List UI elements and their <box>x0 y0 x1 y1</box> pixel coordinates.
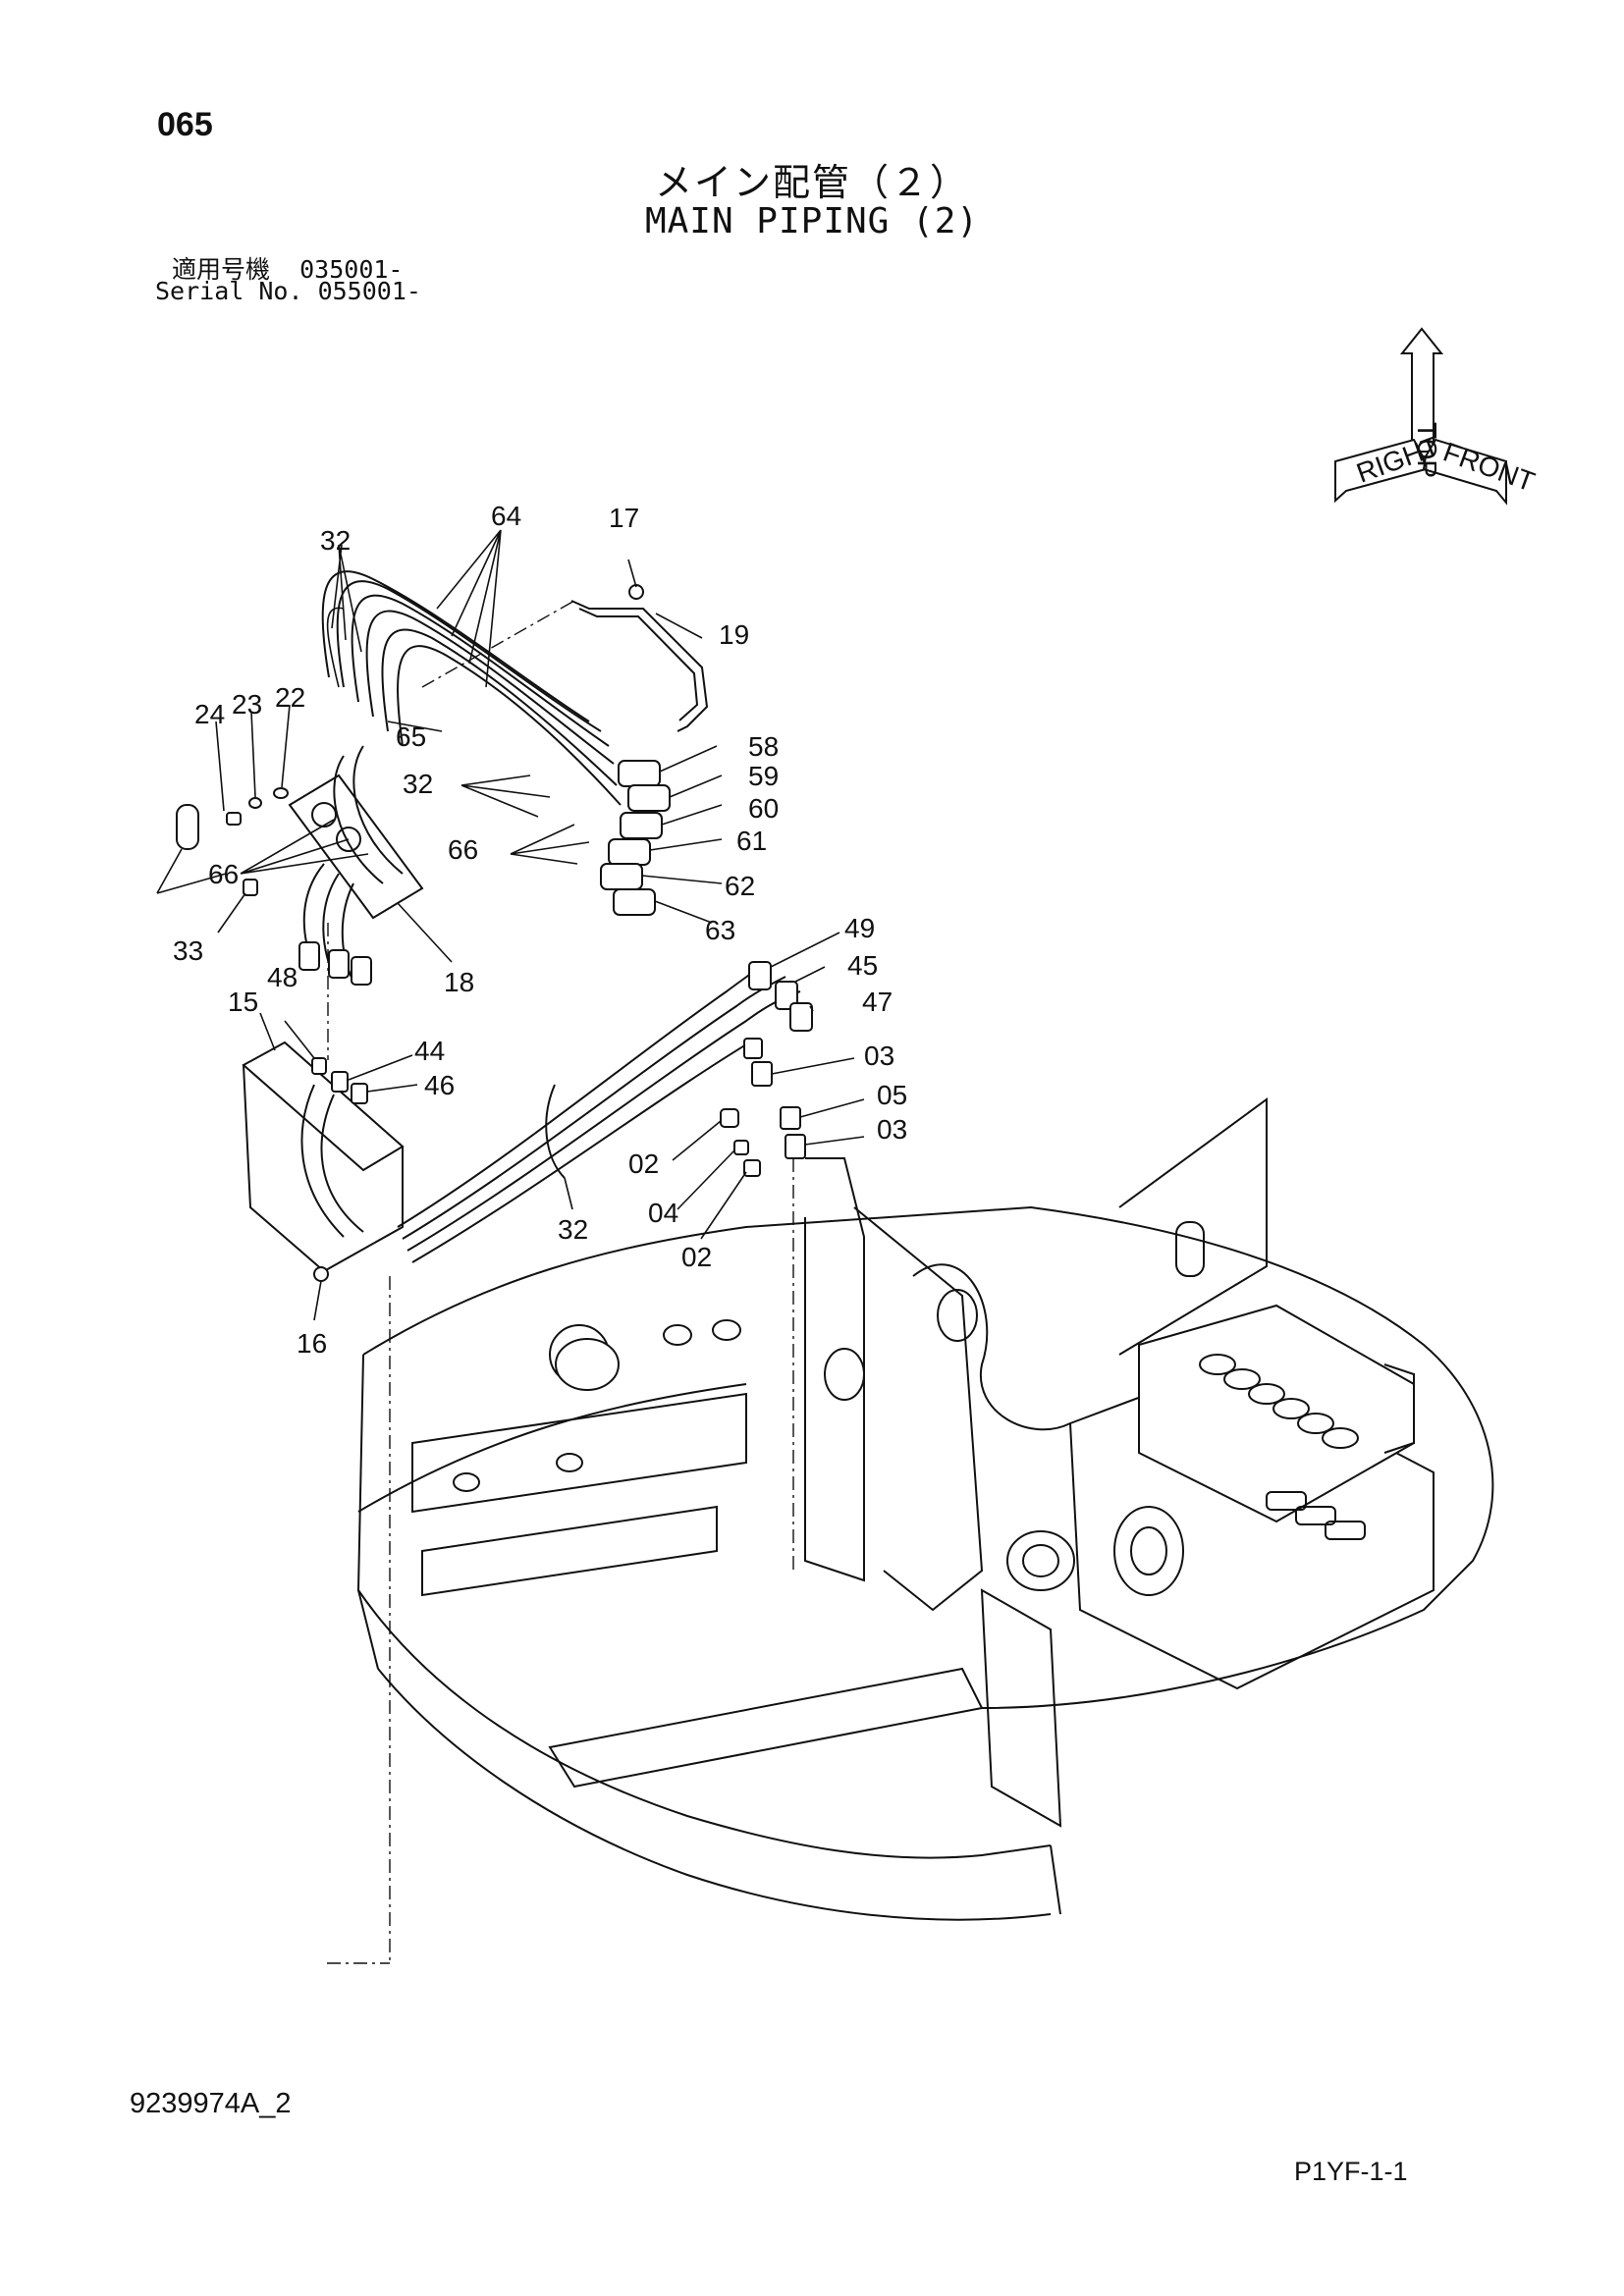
serial-en-value: 055001- <box>317 277 421 305</box>
serial-en-label: Serial No. <box>155 277 303 305</box>
serial-number-en: Serial No. 055001- <box>155 277 421 305</box>
callout-03-bottom: 03 <box>877 1114 907 1145</box>
callout-61: 61 <box>736 826 767 856</box>
pipe-19 <box>570 600 709 732</box>
leader-lines <box>156 529 865 1321</box>
callout-33: 33 <box>173 935 203 966</box>
page-number: 065 <box>157 106 213 143</box>
callout-64: 64 <box>491 501 521 531</box>
callout-60: 60 <box>748 793 779 824</box>
callout-32-low: 32 <box>558 1214 588 1245</box>
callout-23: 23 <box>232 689 262 720</box>
title-japanese: メイン配管（２） <box>654 161 969 204</box>
callout-32-top: 32 <box>320 525 351 556</box>
callout-22: 22 <box>275 682 305 713</box>
serial-ja-label: 適用号機 <box>172 255 271 284</box>
title-english: MAIN PIPING (2) <box>644 201 980 241</box>
sheet-code: P1YF-1-1 <box>1294 2157 1408 2186</box>
upper-hose-bundle <box>321 570 622 806</box>
callout-63: 63 <box>705 915 735 945</box>
callout-32-mid: 32 <box>403 769 433 799</box>
callout-62: 62 <box>725 871 755 901</box>
callout-45: 45 <box>847 950 878 981</box>
callout-03-top: 03 <box>864 1041 894 1071</box>
assembly-center-lines <box>327 600 794 1964</box>
callout-59: 59 <box>748 761 779 791</box>
callout-58: 58 <box>748 731 779 762</box>
control-valve <box>1138 1304 1415 1540</box>
callout-18: 18 <box>444 967 474 997</box>
callout-44: 44 <box>414 1036 445 1066</box>
bracket-18 <box>288 745 424 920</box>
orientation-right-label: RIGHT <box>1352 431 1442 489</box>
callout-66-right: 66 <box>448 834 478 865</box>
callout-66-left: 66 <box>208 859 239 889</box>
callout-05: 05 <box>877 1080 907 1110</box>
long-hoses <box>397 961 813 1263</box>
callout-02-lower: 02 <box>681 1242 712 1272</box>
orientation-top-label: TOP <box>1412 422 1442 478</box>
callout-49: 49 <box>844 913 875 943</box>
callout-labels: 64 17 32 19 24 23 22 65 58 59 32 60 66 6… <box>173 501 907 1359</box>
fitting-group-58-63 <box>600 760 671 916</box>
callout-02-upper: 02 <box>628 1148 659 1179</box>
callout-24: 24 <box>194 699 225 729</box>
callout-48: 48 <box>267 962 298 992</box>
callout-04: 04 <box>648 1198 678 1228</box>
callout-47: 47 <box>862 987 893 1017</box>
orientation-indicator: TOP FRONT RIGHT <box>1334 327 1539 506</box>
callout-16: 16 <box>297 1328 327 1359</box>
bracket-15 <box>242 1041 405 1282</box>
upper-frame <box>356 1097 1494 1921</box>
fasteners-22-24 <box>176 787 289 896</box>
adapters-02-05 <box>720 1061 806 1177</box>
callout-15: 15 <box>228 987 258 1017</box>
lower-hoses <box>298 863 372 986</box>
document-code: 9239974A_2 <box>130 2088 292 2119</box>
callout-46: 46 <box>424 1070 455 1100</box>
serial-ja-value: 035001- <box>299 255 404 284</box>
serial-applicable-ja: 適用号機 035001- <box>172 250 403 286</box>
callout-17: 17 <box>609 503 639 533</box>
callout-65: 65 <box>396 721 426 752</box>
callout-19: 19 <box>719 619 749 650</box>
